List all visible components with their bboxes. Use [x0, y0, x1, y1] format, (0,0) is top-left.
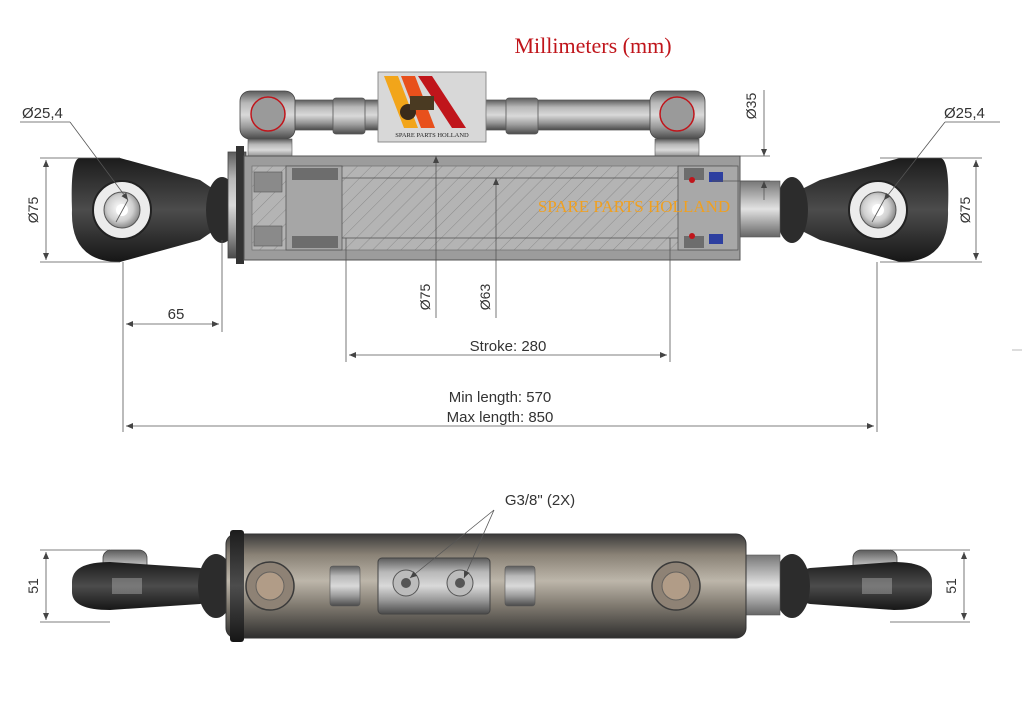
fitting-label: Ø35 [743, 93, 759, 120]
bottom-left-rod-eye [72, 549, 234, 618]
top-dimensions: Ø75 Ø75 Ø25,4 Ø25,4 Ø35 Ø75 Ø63 65 [20, 90, 1022, 432]
bottom-dimensions: G3/8" (2X) 51 51 [25, 492, 970, 623]
right-width-label: 51 [943, 578, 959, 594]
logo-text: SPARE PARTS HOLLAND [395, 132, 469, 139]
bottom-view [72, 530, 932, 642]
min-length-label: Min length: 570 [449, 389, 552, 406]
right-rod-eye [776, 158, 949, 262]
rod-diameter-label: Ø63 [477, 284, 493, 311]
page-title: Millimeters (mm) [514, 33, 671, 58]
piston-rod [734, 180, 781, 238]
left-rod-eye [71, 158, 238, 262]
top-view: SPARE PARTS HOLLAND [71, 71, 949, 264]
right-eye-bore-label: Ø25,4 [944, 105, 985, 122]
max-length-label: Max length: 850 [447, 409, 554, 426]
left-eye-height-label: Ø75 [25, 197, 41, 224]
port-label: G3/8" (2X) [505, 492, 575, 509]
cylinder-bore-label: Ø75 [417, 284, 433, 311]
bottom-right-rod-eye [774, 549, 932, 618]
logo: SPARE PARTS HOLLAND [377, 71, 487, 143]
left-width-label: 51 [25, 578, 41, 594]
left-eye-bore-label: Ø25,4 [22, 105, 63, 122]
watermark: SPARE PARTS HOLLAND [538, 197, 730, 216]
stroke-label: Stroke: 280 [470, 338, 547, 355]
offset-label: 65 [168, 306, 185, 323]
right-eye-height-label: Ø75 [957, 197, 973, 224]
